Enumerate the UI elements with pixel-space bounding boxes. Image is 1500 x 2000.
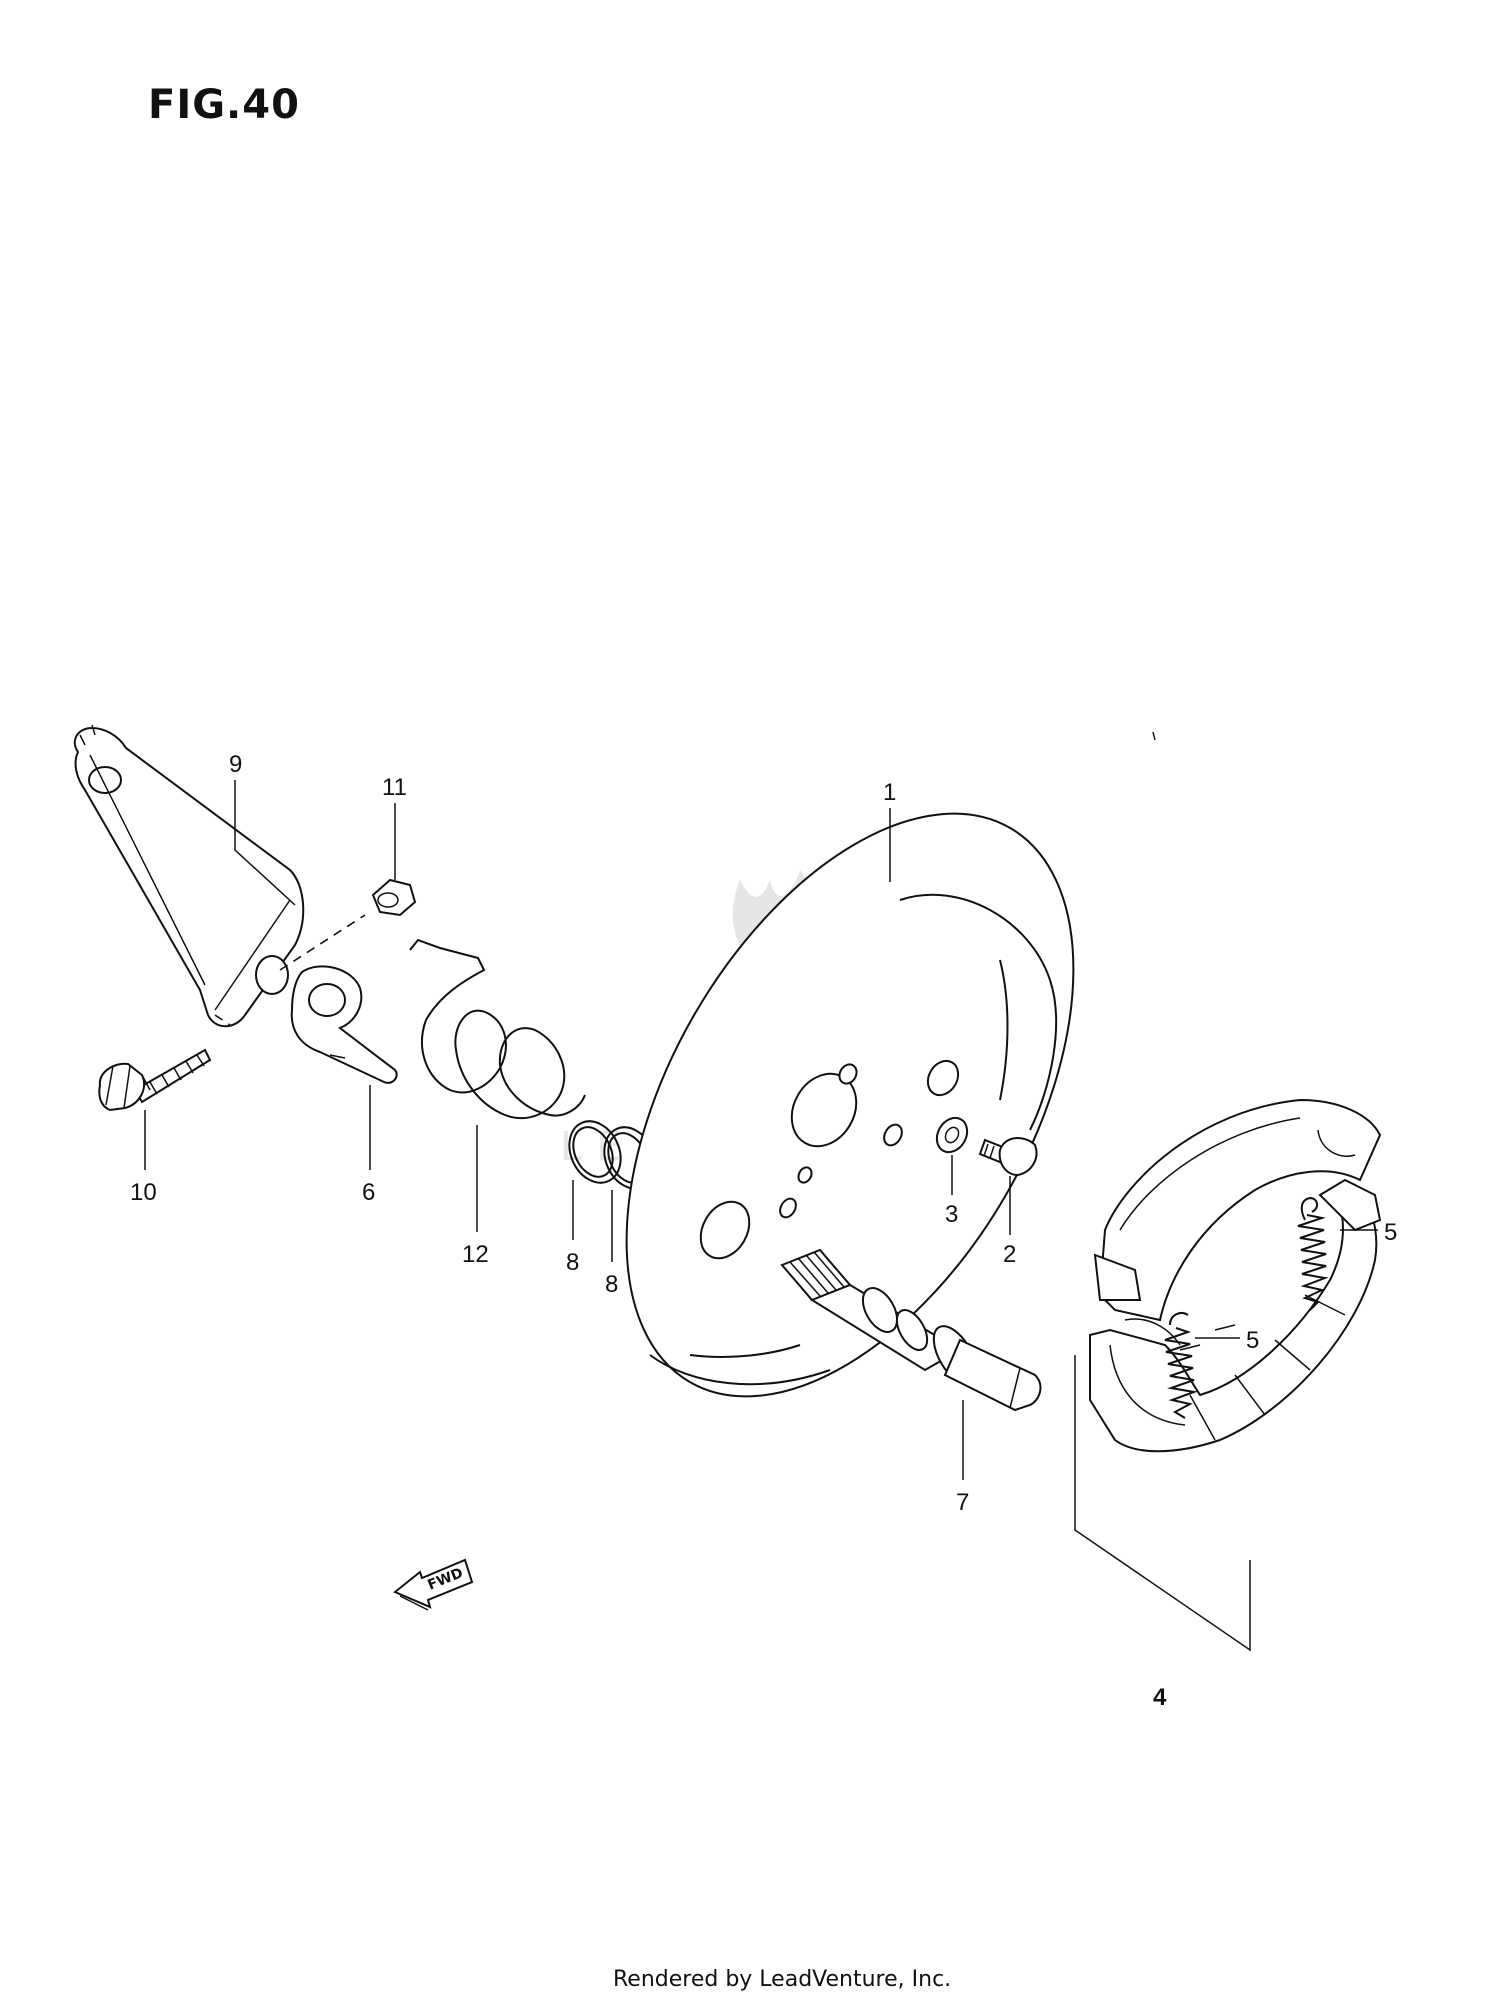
brake-shoe-set — [1089, 1098, 1382, 1453]
callout-label-11: 11 — [382, 774, 407, 801]
brake-panel — [625, 812, 1075, 1398]
stray-mark — [1152, 731, 1156, 741]
flange-bolt — [98, 1048, 212, 1112]
callout-label-5: 5 — [1384, 1219, 1397, 1246]
brake-cam-shaft — [780, 1248, 1042, 1412]
callout-label-10: 10 — [130, 1179, 157, 1206]
return-spring — [409, 938, 586, 1120]
callout-label-1: 1 — [883, 779, 896, 806]
callout-label-9: 9 — [229, 751, 242, 778]
brake-cam-lever — [73, 724, 305, 1028]
assembly-line — [214, 1014, 231, 1026]
callout-label-7: 7 — [956, 1489, 969, 1516]
callout-label-6: 6 — [362, 1179, 375, 1206]
callout-label-8: 8 — [605, 1271, 618, 1298]
forward-arrow-icon — [393, 1558, 474, 1611]
leader-lines — [144, 780, 1378, 1480]
assembly-line — [279, 914, 366, 971]
callout-label-4: 4 — [1153, 1684, 1167, 1711]
bolt — [978, 1137, 1038, 1177]
callout-label-3: 3 — [945, 1201, 958, 1228]
callout-label-2: 2 — [1003, 1241, 1016, 1268]
shoe-spring — [1297, 1196, 1329, 1311]
shoe-spring — [1164, 1312, 1198, 1419]
nut — [371, 878, 417, 917]
wear-indicator-plate — [290, 965, 398, 1084]
callout-label-8: 8 — [566, 1249, 579, 1276]
footer-credit: Rendered by LeadVenture, Inc. — [613, 1967, 951, 1992]
washer — [935, 1116, 969, 1154]
callout-label-12: 12 — [462, 1241, 489, 1268]
callout-bracket — [1074, 1355, 1251, 1652]
figure-title: FIG.40 — [148, 82, 300, 128]
callout-label-5: 5 — [1246, 1327, 1259, 1354]
